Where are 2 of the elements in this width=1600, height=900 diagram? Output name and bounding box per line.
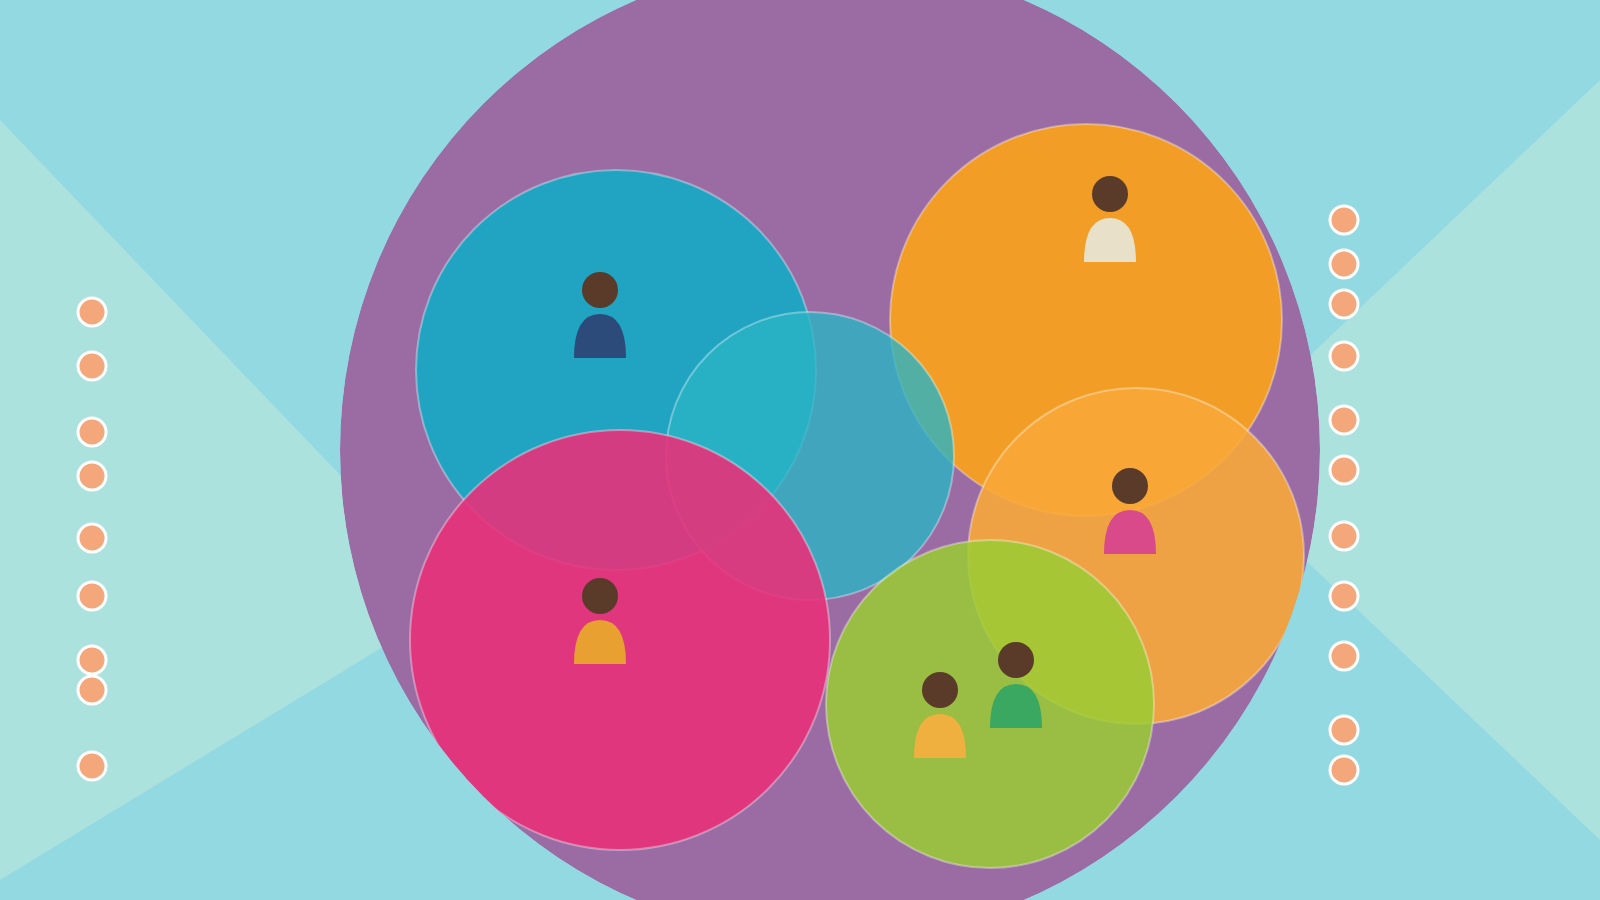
venn-circle [826, 540, 1154, 868]
venn-circle [410, 430, 830, 850]
